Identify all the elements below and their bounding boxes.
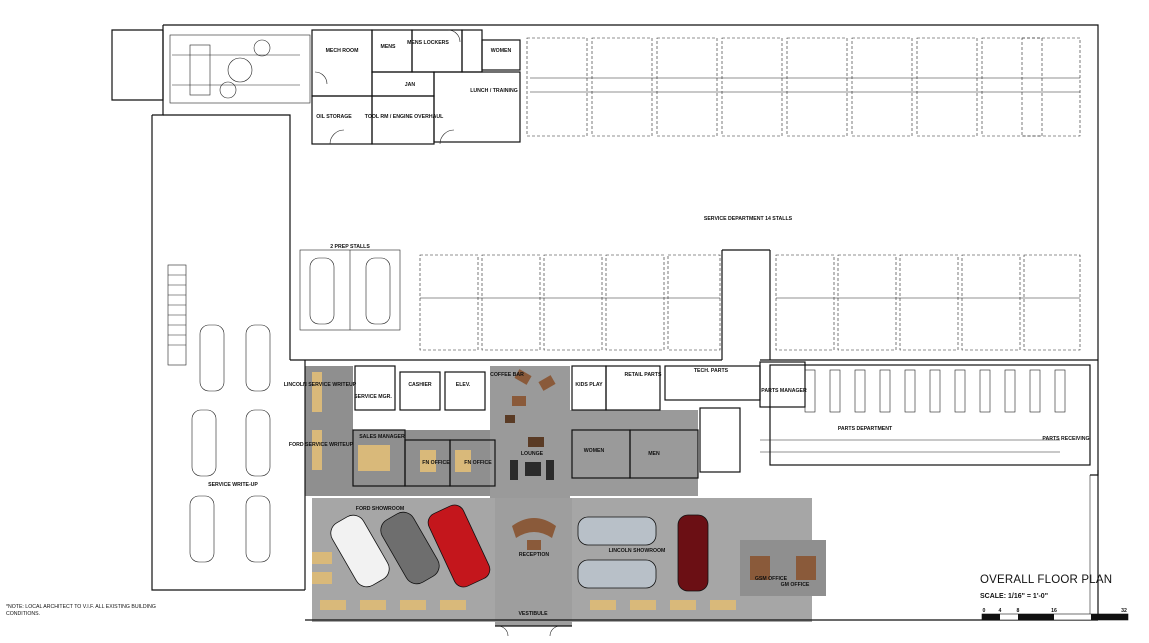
scale-tick-4: 4 [999, 608, 1002, 614]
ford-car-red [427, 504, 491, 588]
lower-service-stalls [419, 254, 1081, 351]
label-retail-parts: RETAIL PARTS [625, 372, 662, 378]
label-lounge: LOUNGE [521, 451, 544, 457]
reception-floor [495, 498, 572, 626]
lincoln-car-maroon [677, 514, 709, 592]
service-writeup-cars [189, 324, 271, 563]
scale-tick-0: 0 [983, 608, 986, 614]
label-prep-stalls: 2 PREP STALLS [330, 244, 370, 250]
label-tool-room: TOOL RM / ENGINE OVERHAUL [365, 114, 444, 120]
label-parts-receiving: PARTS RECEIVING [1042, 436, 1089, 442]
label-men: MEN [648, 451, 660, 457]
ford-car-white [330, 514, 390, 588]
label-women: WOMEN [584, 448, 605, 454]
restroom-block-floor [570, 430, 698, 496]
prep-stalls [299, 249, 401, 331]
scale-tick-32: 32 [1121, 608, 1127, 614]
label-parts-department: PARTS DEPARTMENT [838, 426, 893, 432]
label-gsm-office: GSM OFFICE [755, 576, 788, 582]
label-ford-showroom: FORD SHOWROOM [356, 506, 404, 512]
label-mech-room: MECH ROOM [326, 48, 359, 54]
scale-tick-8: 8 [1017, 608, 1020, 614]
label-coffee-bar: COFFEE BAR [490, 372, 524, 378]
label-reception: RECEPTION [519, 552, 550, 558]
label-fn-office-2: FN OFFICE [464, 460, 492, 466]
label-women-top: WOMEN [491, 48, 512, 54]
perimeter-desks [312, 552, 816, 610]
scale-bar: 0 4 8 16 32 [981, 608, 1129, 621]
label-ford-service-writeup: FORD SERVICE WRITEUP [289, 442, 354, 448]
label-elev: ELEV. [456, 382, 471, 388]
lincoln-car-silver-1 [577, 516, 657, 546]
label-jan: JAN [405, 82, 416, 88]
label-tech-parts: TECH. PARTS [694, 368, 729, 374]
label-cashier: CASHIER [408, 382, 432, 388]
reception-desk [512, 518, 556, 550]
core-rooms [352, 361, 806, 487]
ford-showroom-cars [330, 504, 491, 588]
lounge-floor [490, 398, 570, 500]
lincoln-car-silver-2 [577, 559, 657, 589]
parts-racks [760, 364, 1091, 466]
drawing-scale: SCALE: 1/16" = 1'-0" [980, 593, 1049, 600]
label-sales-manager: SALES MANAGER [359, 434, 405, 440]
label-parts-manager: PARTS MANAGER [761, 388, 807, 394]
drawing-title: OVERALL FLOOR PLAN [980, 574, 1113, 586]
label-lunch-training: LUNCH / TRAINING [470, 88, 518, 94]
label-oil-storage: OIL STORAGE [316, 114, 352, 120]
architect-note: *NOTE: LOCAL ARCHITECT TO V.I.F. ALL EXI… [6, 604, 156, 617]
lincoln-showroom-cars [577, 514, 709, 592]
label-gm-office: GM OFFICE [781, 582, 810, 588]
vestibule-doors [495, 625, 572, 637]
mechanical-equipment [169, 34, 311, 104]
label-lincoln-service-writeup: LINCOLN SERVICE WRITEUP [284, 382, 357, 388]
coffee-bar-floor [490, 366, 570, 400]
office-furniture [312, 372, 471, 472]
label-vestibule: VESTIBULE [518, 611, 548, 617]
left-stair [167, 264, 187, 366]
corridor-floor [570, 410, 698, 430]
label-mens-lockers: MENS LOCKERS [407, 40, 449, 46]
ford-car-dark [380, 511, 440, 585]
label-kids-play: KIDS PLAY [575, 382, 603, 388]
lounge-furniture [505, 369, 556, 480]
label-service-mgr: SERVICE MGR. [354, 394, 392, 400]
title-block: OVERALL FLOOR PLAN SCALE: 1/16" = 1'-0" [980, 574, 1130, 634]
building-outline [111, 24, 1099, 621]
label-fn-office-1: FN OFFICE [422, 460, 450, 466]
label-service-writeup: SERVICE WRITE-UP [208, 482, 258, 488]
label-mens: MENS [381, 44, 397, 50]
label-service-department: SERVICE DEPARTMENT 14 STALLS [704, 216, 793, 222]
scale-tick-16: 16 [1051, 608, 1057, 614]
label-lincoln-showroom: LINCOLN SHOWROOM [609, 548, 666, 554]
upper-service-stalls [526, 37, 1081, 137]
upper-service-rooms [311, 29, 521, 145]
